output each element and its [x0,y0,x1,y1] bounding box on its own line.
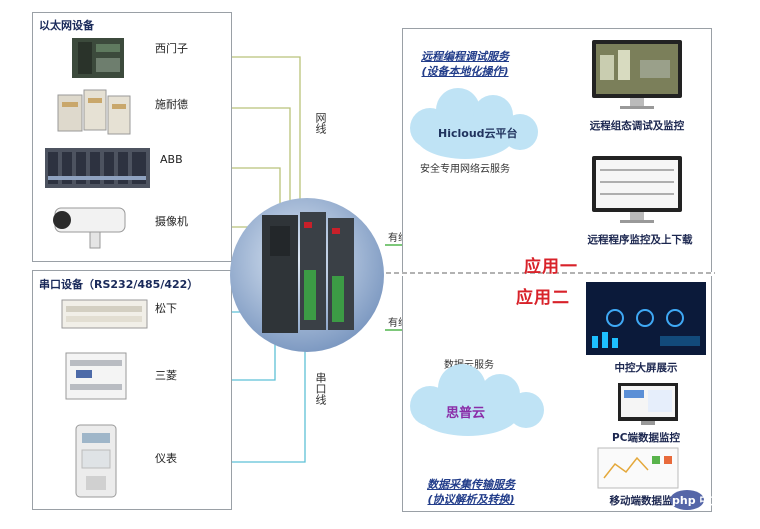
ethernet-line-siemens [200,56,301,205]
abb-plc-icon [45,148,150,188]
watermark-logo [670,490,704,510]
mobile-screen-icon [597,447,679,489]
serial-line-label: 串口线 [314,372,327,405]
monitor-program-icon [592,156,682,223]
pc-monitor-icon [618,383,678,425]
sipuyun-cloud-icon [410,364,544,436]
panasonic-plc-icon [61,299,148,329]
app2-screen2-label: PC端数据监控 [612,432,680,444]
app1-tag: 应用一 [524,257,578,277]
meter-icon [75,424,117,498]
device-label-meter: 仪表 [155,452,177,465]
siemens-plc-icon [72,38,124,78]
device-label-siemens: 西门子 [155,42,188,55]
app2-service-title: 数据采集传输服务 [427,478,515,491]
mitsubishi-plc-icon [65,352,127,400]
app2-screen1-label: 中控大屏展示 [614,362,678,374]
camera-icon [53,207,126,249]
serial-title: 串口设备（RS232/485/422） [39,278,199,291]
app1-cloud-name: Hicloud云平台 [438,127,518,140]
watermark-text: php 中文网 [672,494,733,507]
device-label-panasonic: 松下 [155,302,177,315]
app1-service-subtitle: (设备本地化操作) [421,65,509,78]
device-label-camera: 摄像机 [155,215,188,228]
app1-screen1-label: 远程组态调试及监控 [589,120,685,132]
app1-cloud-caption: 安全专用网络云服务 [420,164,510,175]
app1-screen2-label: 远程程序监控及上下载 [587,234,693,246]
dashboard-screen-icon [586,282,706,355]
ethernet-line-label: 网线 [314,112,327,134]
app2-screen3-label: 移动端数据监 [609,495,673,507]
device-label-mitsubishi: 三菱 [155,369,177,382]
app2-tag: 应用二 [516,288,570,308]
hicloud-cloud-icon [410,88,538,159]
gateway-device-icon [262,212,354,333]
serial-line-meter [200,345,306,463]
monitor-scada-icon [592,40,682,109]
app2-cloud-name: 思普云 [446,406,486,421]
ethernet-title: 以太网设备 [39,19,94,32]
app1-service-title: 远程编程调试服务 [421,50,509,63]
schneider-plc-icon [57,89,131,135]
device-label-schneider: 施耐德 [155,98,188,111]
app2-service-subtitle: (协议解析及转换) [427,493,515,506]
device-label-abb: ABB [160,153,183,166]
